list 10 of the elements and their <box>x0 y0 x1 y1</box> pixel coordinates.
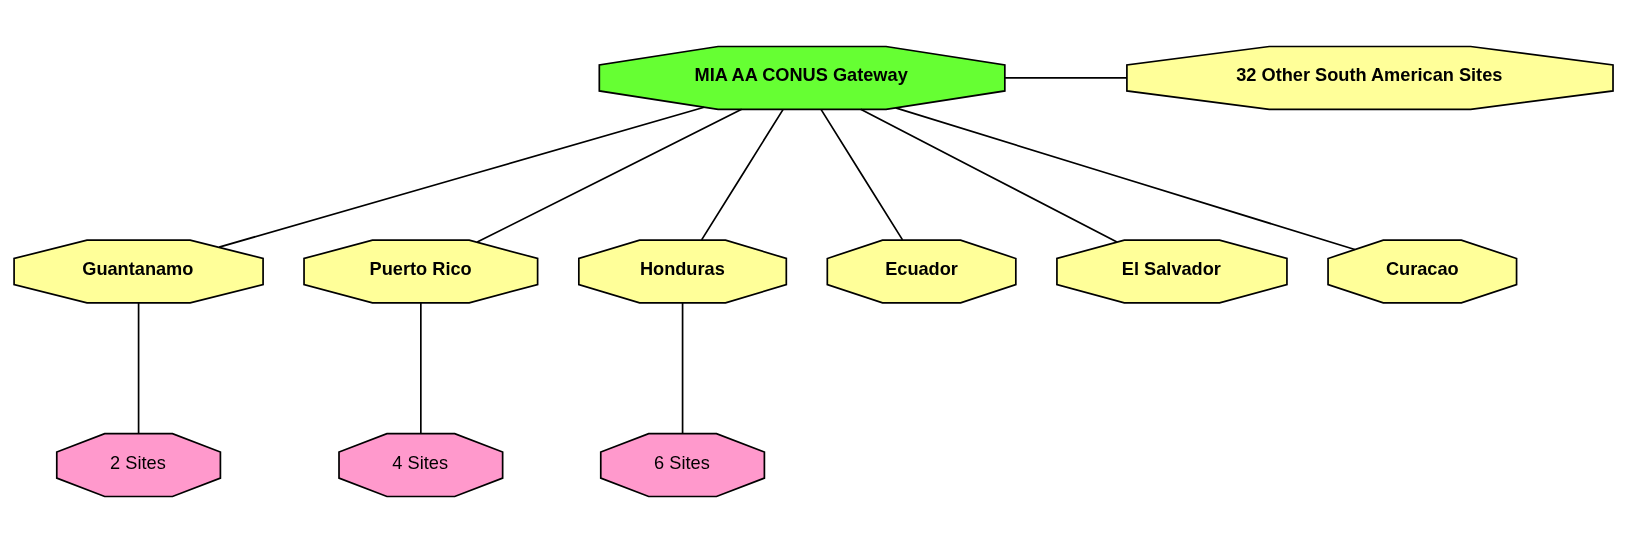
connector <box>476 108 743 243</box>
connector <box>1004 77 1128 79</box>
connector <box>894 107 1356 251</box>
connector <box>700 108 784 241</box>
connector <box>859 108 1118 243</box>
connector <box>820 108 904 241</box>
connector <box>681 302 684 435</box>
connector <box>419 302 422 435</box>
connector <box>137 302 140 435</box>
connector <box>218 106 706 248</box>
